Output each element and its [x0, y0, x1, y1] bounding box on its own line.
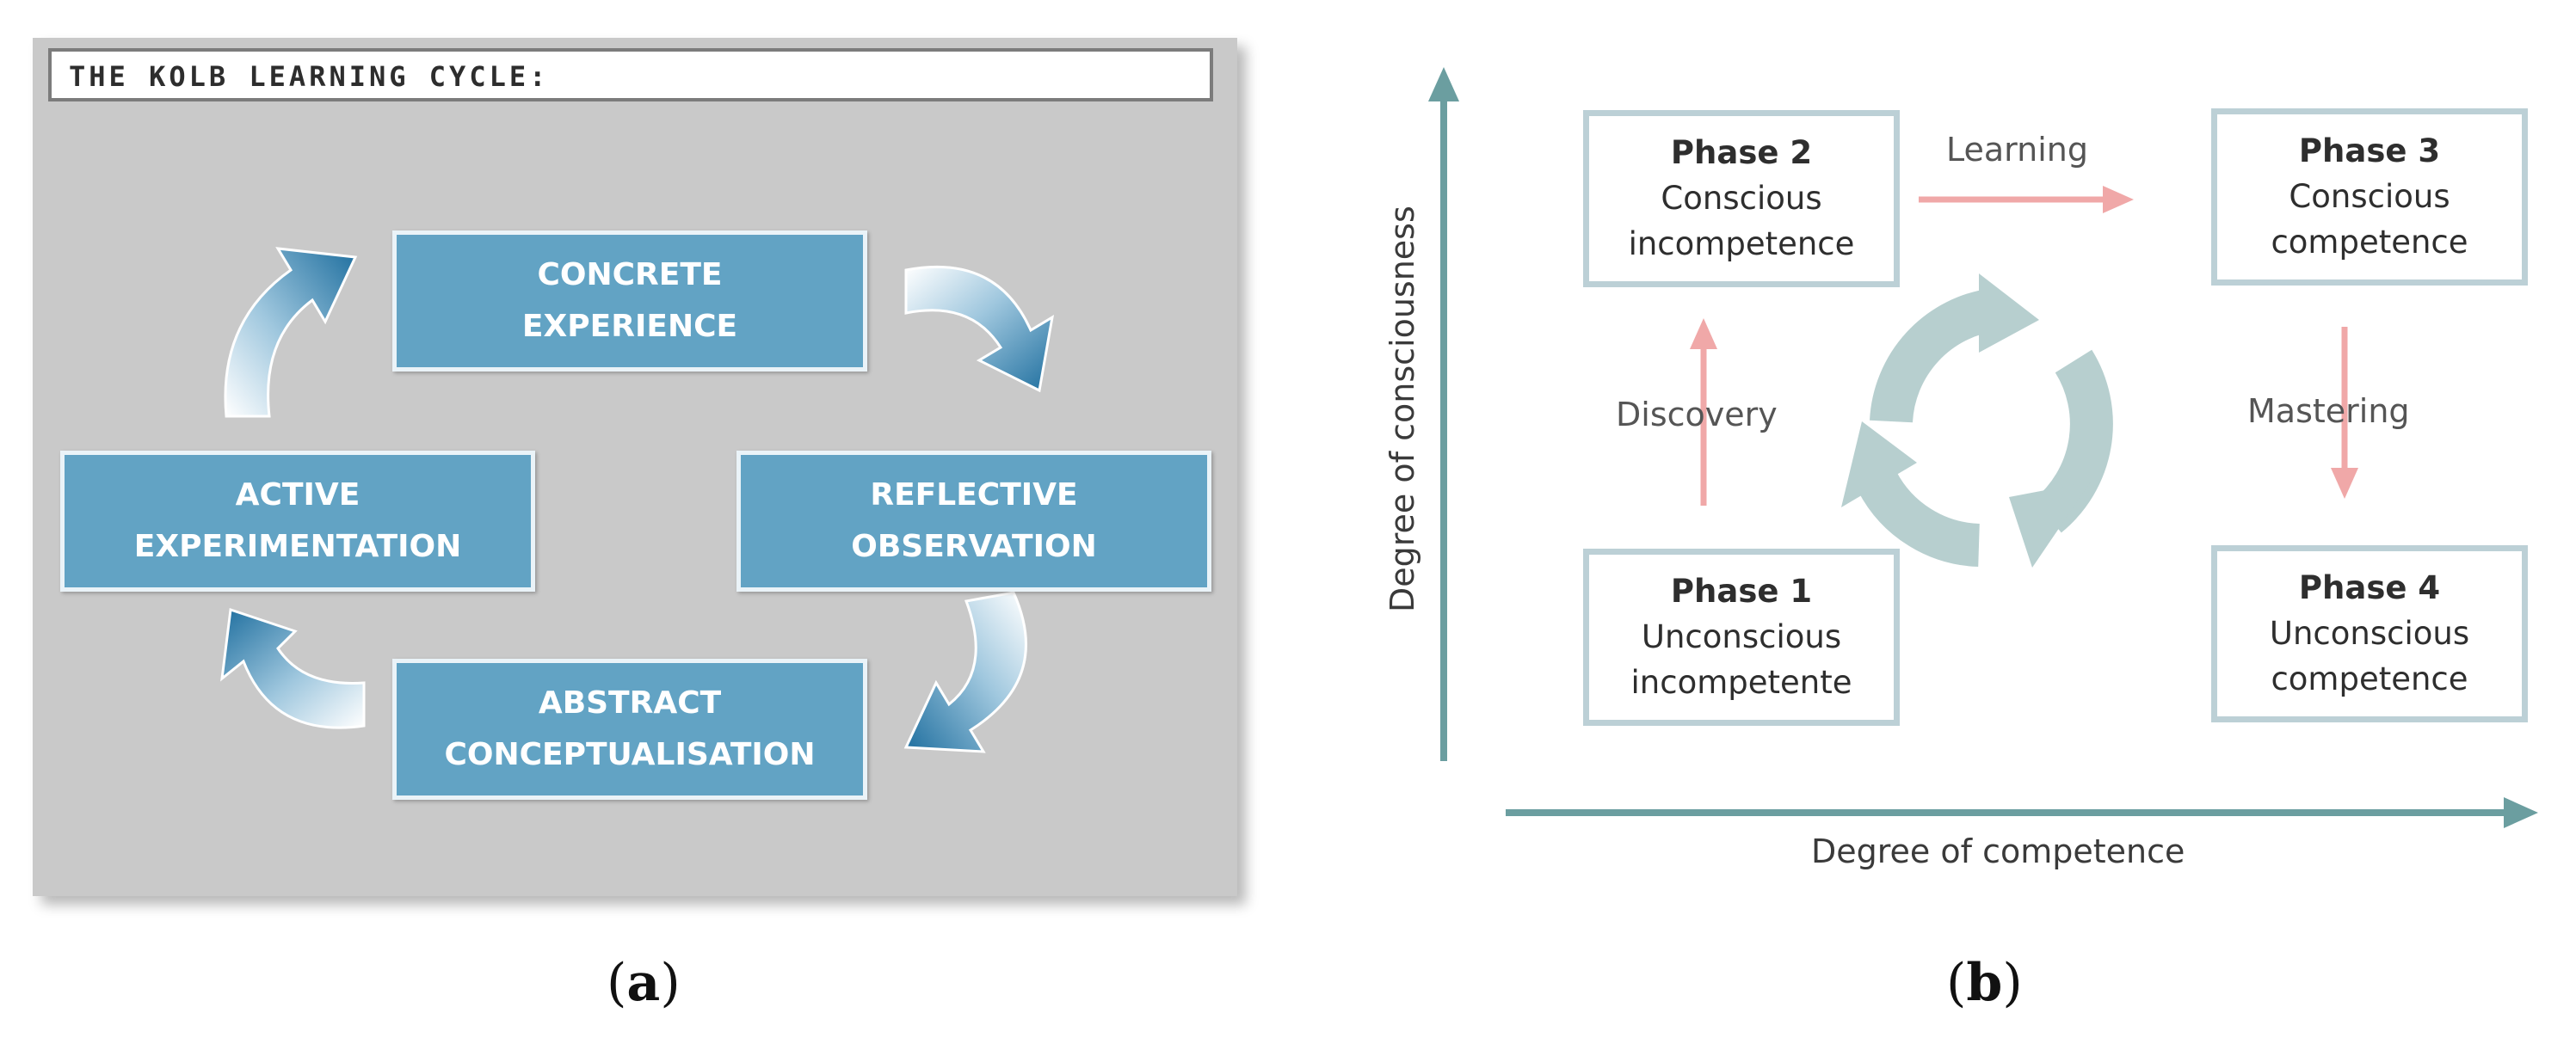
competence-panel: Phase 2 Conscious incompetence Phase 3 C… [1342, 52, 2547, 903]
caption-b-letter: b [1966, 953, 2003, 1013]
discovery-arrow-head [1690, 318, 1717, 349]
phase-desc: competence [2271, 224, 2468, 261]
arrow-reflective-to-abstract [903, 591, 1027, 753]
kolb-box-line: ACTIVE [235, 477, 361, 513]
competence-graphics [1428, 67, 2538, 828]
caption-a-letter: a [626, 953, 661, 1013]
kolb-box-active-experimentation: ACTIVE EXPERIMENTATION [60, 451, 535, 592]
kolb-box-line: OBSERVATION [851, 529, 1097, 564]
kolb-cycle-arrows [220, 247, 1055, 753]
phase-title: Phase 4 [2298, 569, 2441, 606]
y-axis-arrowhead [1428, 67, 1459, 101]
phase-title: Phase 2 [1670, 134, 1813, 171]
phase-title: Phase 3 [2298, 132, 2441, 169]
caption-a: (a) [607, 953, 681, 1013]
x-axis-arrowhead [2504, 797, 2538, 828]
caption-b: (b) [1946, 953, 2023, 1013]
discovery-label: Discovery [1616, 396, 1778, 433]
kolb-box-line: CONCEPTUALISATION [444, 737, 816, 772]
phase-desc: incompetente [1630, 664, 1852, 701]
mastering-arrow-head [2331, 468, 2358, 499]
kolb-box-line: CONCRETE [537, 257, 723, 292]
kolb-box-line: EXPERIENCE [521, 309, 738, 344]
phase-desc: Unconscious [1641, 618, 1842, 655]
kolb-box-abstract-conceptualisation: ABSTRACT CONCEPTUALISATION [392, 659, 867, 800]
phase-desc: incompetence [1628, 225, 1855, 262]
phase-1-box: Phase 1 Unconscious incompetente [1583, 549, 1900, 726]
y-axis-label: Degree of consciousness [1384, 206, 1421, 612]
kolb-box-line: EXPERIMENTATION [133, 529, 462, 564]
mastering-label: Mastering [2247, 392, 2410, 430]
arrow-abstract-to-active [220, 607, 366, 729]
arrow-concrete-to-reflective [904, 265, 1055, 393]
phase-desc: Conscious [2289, 178, 2450, 215]
phase-title: Phase 1 [1670, 573, 1813, 610]
phase-2-box: Phase 2 Conscious incompetence [1583, 110, 1900, 287]
kolb-cycle-panel: THE KOLB LEARNING CYCLE: [33, 38, 1237, 896]
cycle-arrowhead-top [1979, 273, 2039, 353]
phase-3-box: Phase 3 Conscious competence [2211, 108, 2528, 286]
phase-desc: competence [2271, 660, 2468, 697]
phase-desc: Unconscious [2269, 615, 2470, 652]
cycle-arc-top [1870, 288, 1998, 423]
kolb-box-line: REFLECTIVE [870, 477, 1078, 513]
cycle-arrowhead-left [1841, 421, 1917, 507]
cycle-arrowhead-right [2009, 482, 2091, 568]
x-axis-label: Degree of competence [1811, 832, 2185, 870]
phase-desc: Conscious [1661, 180, 1822, 217]
phase-4-box: Phase 4 Unconscious competence [2211, 545, 2528, 722]
kolb-box-reflective-observation: REFLECTIVE OBSERVATION [736, 451, 1211, 592]
kolb-title-box: THE KOLB LEARNING CYCLE: [48, 48, 1213, 101]
arrow-active-to-concrete [224, 247, 358, 418]
learning-label: Learning [1946, 131, 2088, 169]
kolb-box-line: ABSTRACT [538, 685, 722, 721]
learning-arrow-head [2103, 186, 2134, 213]
kolb-title: THE KOLB LEARNING CYCLE: [69, 60, 550, 93]
cycle-arc-left [1858, 470, 1981, 567]
kolb-box-concrete-experience: CONCRETE EXPERIENCE [392, 230, 867, 372]
